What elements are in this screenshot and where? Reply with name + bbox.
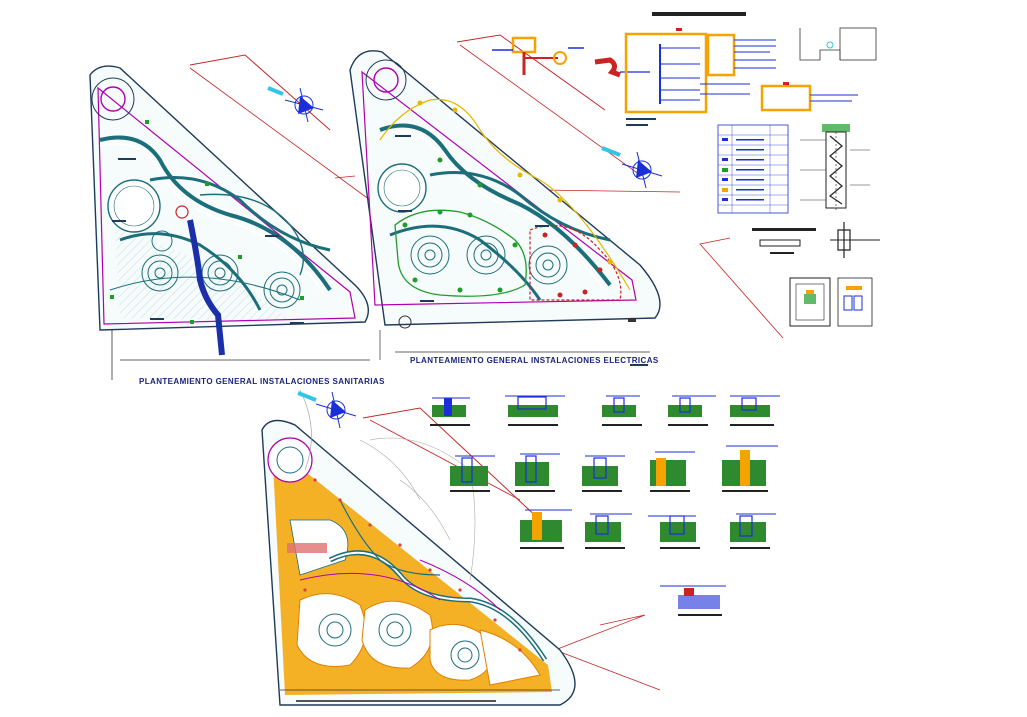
- detail-3-4: [730, 513, 776, 549]
- title-sanitary: PLANTEAMIENTO GENERAL INSTALACIONES SANI…: [139, 377, 385, 386]
- circuit-yellow: [379, 98, 631, 291]
- detail-3-1: [520, 509, 572, 549]
- wall-section: [800, 124, 870, 210]
- circuit-green: [394, 209, 527, 297]
- single-line-diagram: [492, 12, 877, 126]
- construction-details: [430, 395, 780, 616]
- detail-box: [789, 277, 873, 327]
- detail-2-3: [582, 455, 625, 492]
- main-panel: [624, 32, 708, 114]
- plan-electrical: [334, 34, 681, 366]
- detail-1-5: [730, 395, 780, 426]
- detail-3-3: [648, 515, 700, 549]
- north-arrow-1: [267, 86, 324, 123]
- detail-4-1: [660, 585, 726, 616]
- plan-sanitary: [89, 54, 371, 380]
- north-arrow-2: [601, 146, 663, 189]
- title-electrical: PLANTEAMIENTO GENERAL INSTALACIONES ELEC…: [410, 356, 659, 365]
- property-line: [189, 54, 331, 131]
- detail-1-4: [668, 395, 716, 426]
- detail-3-2: [585, 513, 632, 549]
- north-arrow-3: [297, 391, 357, 429]
- detail-2-4: [650, 451, 695, 492]
- plan-architectural: [261, 389, 661, 706]
- detail-1-3: [602, 395, 642, 426]
- legend-table: [717, 124, 789, 214]
- detail-2-5: [722, 445, 778, 492]
- drain-main: [187, 219, 225, 356]
- detail-2-2: [515, 453, 560, 492]
- detail-grounding: [752, 222, 880, 258]
- detail-2-1: [450, 455, 495, 492]
- detail-1-2: [505, 395, 565, 426]
- detail-1-1: [430, 397, 470, 426]
